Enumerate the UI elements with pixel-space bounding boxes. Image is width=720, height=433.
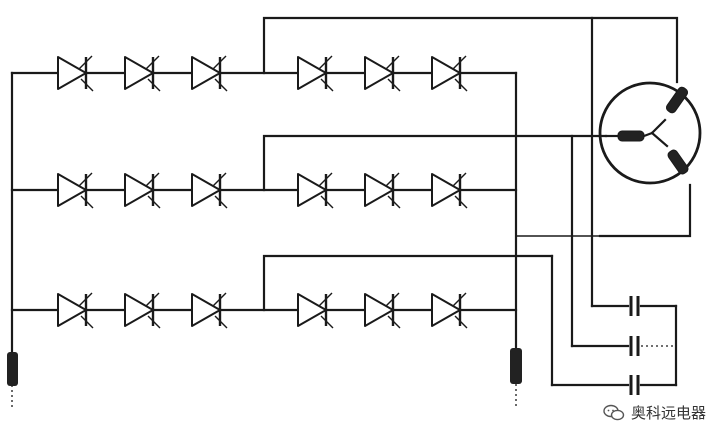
- diode-r1-6: [431, 55, 468, 92]
- tap-row3: [262, 254, 554, 312]
- tap-row1: [262, 16, 679, 84]
- diode-r1-2: [124, 55, 161, 92]
- diode-r1-3: [191, 55, 228, 92]
- diode-r3-2: [124, 292, 161, 329]
- diode-r2-5: [364, 172, 401, 209]
- diode-r2-6: [431, 172, 468, 209]
- watermark: 奥科远电器: [603, 402, 706, 423]
- diode-r2-1: [57, 172, 94, 209]
- left-resistor: [7, 352, 18, 386]
- diode-array: [57, 55, 468, 329]
- diode-r3-4: [297, 292, 334, 329]
- diode-r3-6: [431, 292, 468, 329]
- right-resistor: [510, 348, 522, 384]
- diode-r3-5: [364, 292, 401, 329]
- diode-r1-4: [297, 55, 334, 92]
- diode-r2-2: [124, 172, 161, 209]
- diode-r2-3: [191, 172, 228, 209]
- diode-r2-4: [297, 172, 334, 209]
- motor-coil-bottom: [667, 149, 689, 175]
- diode-r1-5: [364, 55, 401, 92]
- motor: [598, 81, 702, 185]
- motor-lead: [598, 183, 692, 238]
- capacitor-bank: [550, 296, 678, 395]
- motor-coil-left: [617, 130, 645, 142]
- watermark-text: 奥科远电器: [630, 404, 706, 422]
- motor-coil-top: [665, 86, 689, 114]
- wechat-icon: [603, 404, 625, 420]
- tap-row2: [262, 134, 608, 192]
- diode-r3-1: [57, 292, 94, 329]
- diode-r3-3: [191, 292, 228, 329]
- diode-r1-1: [57, 55, 94, 92]
